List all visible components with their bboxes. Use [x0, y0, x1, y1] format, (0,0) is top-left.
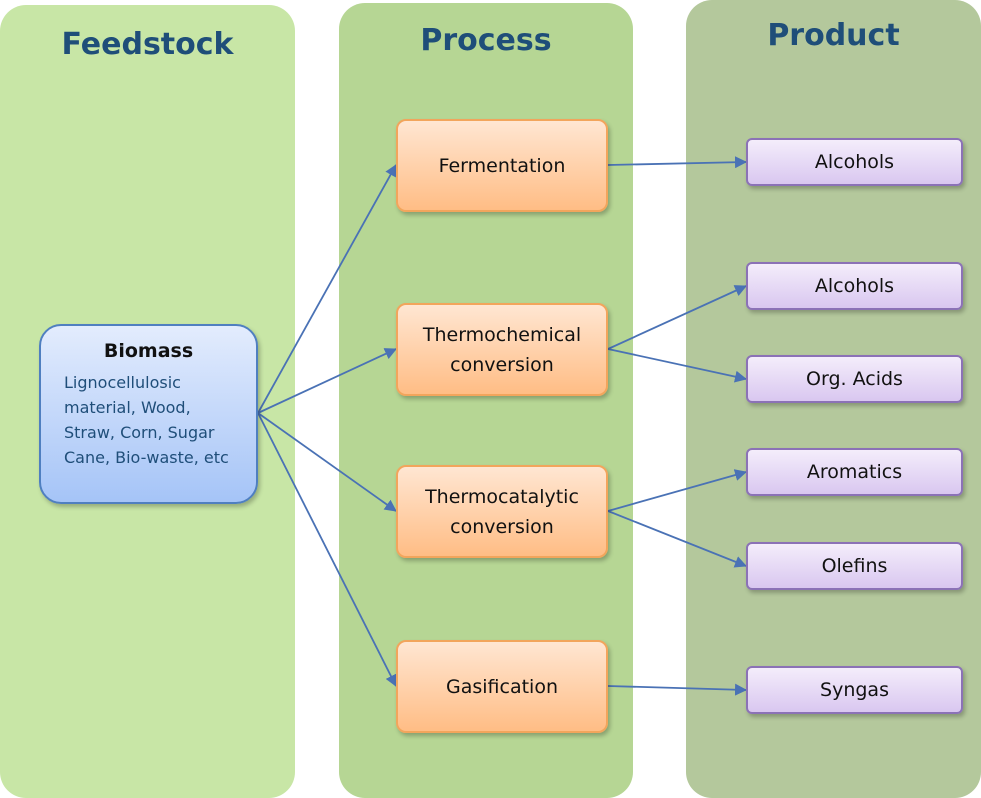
arrow-thermochemical-orgacids — [607, 348, 747, 383]
product-org-acids: Org. Acids — [746, 355, 963, 403]
process-fermentation-label: Fermentation — [438, 154, 566, 177]
process-thermochemical-label: Thermochemical conversion — [422, 323, 582, 376]
biomass-box: Biomass Lignocellulosic material, Wood, … — [39, 324, 258, 504]
arrow-thermocatalytic-aromatics — [607, 469, 747, 512]
process-fermentation: Fermentation — [396, 119, 608, 212]
arrow-biomass-fermentation — [257, 164, 397, 414]
product-org-acids-label: Org. Acids — [806, 368, 903, 390]
arrow-fermentation-alcohols — [607, 156, 747, 169]
product-title: Product — [767, 18, 900, 53]
biomass-title: Biomass — [103, 340, 194, 362]
product-syngas-label: Syngas — [820, 679, 889, 701]
process-title: Process — [420, 23, 552, 58]
process-thermochemical: Thermochemical conversion — [396, 303, 608, 396]
arrow-thermochemical-alcohols — [607, 285, 747, 350]
arrow-biomass-gasification — [257, 412, 397, 687]
arrow-biomass-thermocatalytic — [257, 412, 397, 512]
process-thermocatalytic-label: Thermocatalytic conversion — [425, 485, 579, 538]
feedstock-title: Feedstock — [61, 27, 234, 62]
product-alcohols-1-label: Alcohols — [814, 151, 895, 173]
product-alcohols-2-label: Alcohols — [814, 275, 895, 297]
process-thermocatalytic: Thermocatalytic conversion — [396, 465, 608, 558]
arrow-biomass-thermochemical — [257, 348, 397, 414]
product-alcohols-1: Alcohols — [746, 138, 963, 186]
product-olefins: Olefins — [746, 542, 963, 590]
biomass-description: Lignocellulosic material, Wood, Straw, C… — [64, 373, 229, 467]
product-aromatics: Aromatics — [746, 448, 963, 496]
product-olefins-label: Olefins — [821, 555, 888, 577]
process-gasification-label: Gasification — [446, 675, 558, 698]
product-syngas: Syngas — [746, 666, 963, 714]
arrow-thermocatalytic-olefins — [607, 510, 747, 568]
product-alcohols-2: Alcohols — [746, 262, 963, 310]
product-aromatics-label: Aromatics — [806, 461, 903, 483]
arrow-gasification-syngas — [607, 683, 747, 696]
process-gasification: Gasification — [396, 640, 608, 733]
